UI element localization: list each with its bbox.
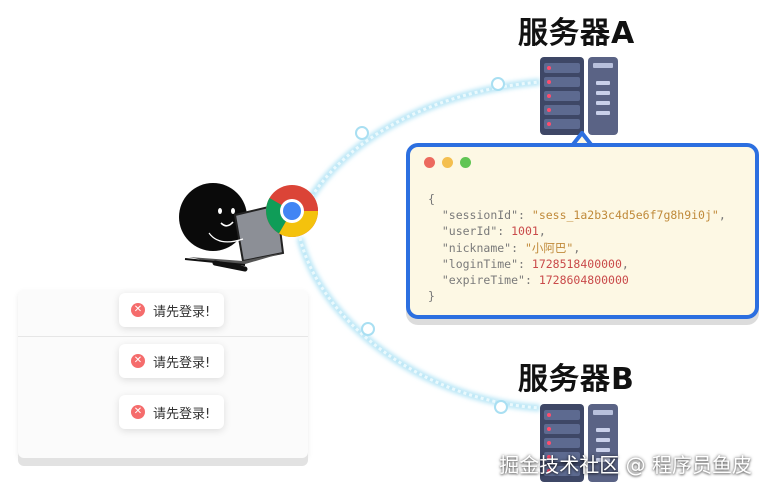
path-node — [491, 77, 505, 91]
json-value: 1001 — [511, 224, 539, 239]
session-data-card: { "sessionId": "sess_1a2b3c4d5e6f7g8h9i0… — [406, 143, 759, 319]
json-key: "nickname" — [441, 240, 512, 255]
path-node — [494, 400, 508, 414]
json-key: "sessionId" — [441, 208, 519, 223]
server-b-title: 服务器B — [518, 362, 635, 397]
error-toast: ✕ 请先登录! — [119, 293, 225, 327]
json-open-brace: { — [428, 192, 435, 206]
session-json: { "sessionId": "sess_1a2b3c4d5e6f7g8h9i0… — [428, 192, 726, 304]
json-key: "expireTime" — [441, 273, 525, 288]
json-close-brace: } — [428, 289, 435, 304]
chrome-icon — [266, 185, 318, 237]
server-b-icon — [540, 404, 618, 482]
path-to-server-b — [296, 237, 541, 412]
minimize-dot-icon — [442, 157, 453, 168]
window-controls — [424, 157, 471, 168]
path-node — [361, 322, 375, 336]
json-value: "sess_1a2b3c4d5e6f7g8h9i0j" — [531, 208, 719, 223]
error-icon: ✕ — [131, 354, 145, 368]
watermark: 掘金技术社区 @ 程序员鱼皮 — [499, 453, 752, 477]
json-value: "小阿巴" — [524, 240, 574, 255]
error-icon: ✕ — [131, 405, 145, 419]
server-a-icon — [540, 57, 618, 135]
path-node — [355, 126, 369, 140]
server-a-title: 服务器A — [518, 16, 636, 51]
json-value: 1728604800000 — [538, 273, 629, 288]
json-key: "loginTime" — [441, 256, 519, 271]
error-icon: ✕ — [131, 303, 145, 317]
error-toast: ✕ 请先登录! — [119, 344, 225, 378]
toast-message: 请先登录! — [153, 304, 211, 320]
close-dot-icon — [424, 157, 435, 168]
toast-message: 请先登录! — [153, 406, 211, 422]
panel-divider — [18, 336, 308, 337]
maximize-dot-icon — [460, 157, 471, 168]
json-value: 1728518400000 — [531, 256, 622, 271]
json-key: "userId" — [441, 224, 498, 239]
error-toast: ✕ 请先登录! — [119, 395, 225, 429]
toast-message: 请先登录! — [153, 355, 211, 371]
